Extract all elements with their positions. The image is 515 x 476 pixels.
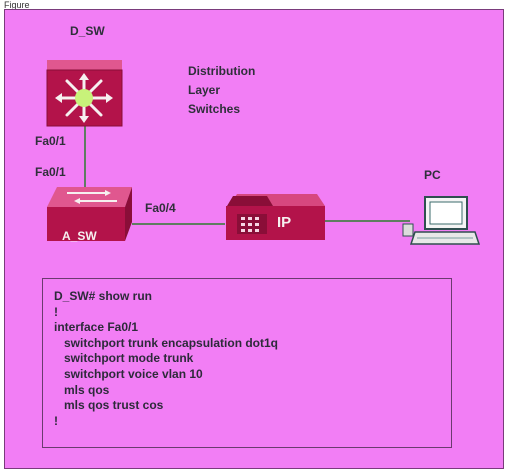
- pc-icon: [402, 196, 481, 245]
- network-diagram: D_SW Fa0/1 Fa0/1 Fa0/4 A_SW IP PC Distri…: [4, 9, 504, 469]
- config-line: D_SW# show run: [54, 289, 153, 303]
- distribution-layer-description: Distribution Layer Switches: [188, 62, 255, 119]
- ip-phone-badge: IP: [277, 214, 292, 231]
- distribution-switch-icon: [46, 60, 123, 127]
- config-line: mls qos trust cos: [54, 398, 164, 413]
- description-line: Switches: [188, 102, 241, 116]
- port-label-dsw-fa0-1: Fa0/1: [35, 134, 66, 148]
- pc-label: PC: [424, 168, 441, 182]
- description-line: Layer: [188, 83, 221, 97]
- config-line: switchport trunk encapsulation dot1q: [54, 335, 279, 350]
- config-line: switchport mode trunk: [54, 351, 194, 366]
- figure-label: Figure: [4, 0, 30, 10]
- config-line: switchport voice vlan 10: [54, 366, 203, 381]
- topology-drawing: [46, 60, 481, 245]
- access-switch-label: A_SW: [62, 229, 97, 243]
- config-line: !: [54, 413, 58, 428]
- ip-phone-icon: [226, 194, 325, 240]
- port-label-asw-fa0-4: Fa0/4: [145, 201, 176, 215]
- config-line: interface Fa0/1: [54, 320, 139, 335]
- access-switch-icon: [47, 187, 132, 241]
- distribution-switch-label: D_SW: [70, 24, 105, 38]
- description-line: Distribution: [188, 64, 256, 78]
- config-line: !: [54, 304, 58, 319]
- port-label-asw-fa0-1: Fa0/1: [35, 165, 66, 179]
- config-line: mls qos: [54, 382, 110, 397]
- config-box: D_SW# show run ! interface Fa0/1 switchp…: [42, 278, 452, 448]
